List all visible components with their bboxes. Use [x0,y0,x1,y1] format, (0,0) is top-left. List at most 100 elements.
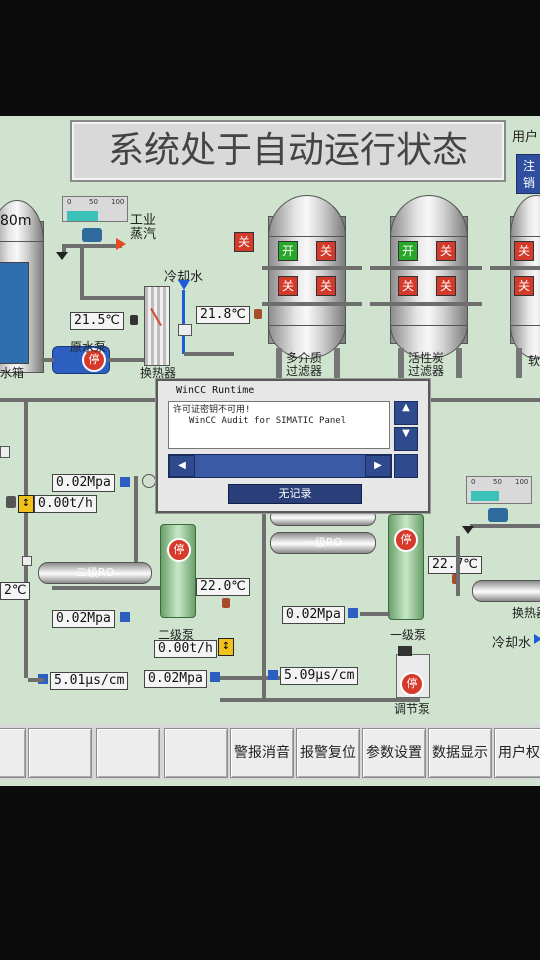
primary-ro: 一级RO [270,532,376,554]
flow-sensor-icon: ↕ [18,495,34,513]
regulating-pump-status[interactable]: 停 [400,672,424,696]
scroll-left-button[interactable]: ◀ [169,455,195,477]
bottom-toolbar: 警报消音 报警复位 参数设置 数据显示 用户权 [0,724,540,780]
secondary-temperature: 22.0℃ [196,578,250,596]
multimedia-filter-label: 多介质 过滤器 [286,351,323,378]
valve-steam-bypass[interactable]: 关 [234,232,254,252]
raw-water-pump-status[interactable]: 停 [82,348,106,372]
conductivity-sensor-icon [268,670,278,680]
logout-button[interactable]: 注销 [516,154,540,194]
valve-mm-outlet[interactable]: 关 [316,241,336,261]
gauge-tick: 50 [493,478,502,486]
hmi-screen: 系统处于自动运行状态 用户 注销 80m 水箱 0 50 100 工业 蒸汽 换… [0,116,540,786]
left-edge-temperature: 2℃ [0,582,31,600]
industrial-steam-label: 工业 蒸汽 [130,213,157,242]
right-gauge: 0 50 100 [466,476,532,504]
water-tank-label: 水箱 [0,366,25,380]
pressure-sensor-icon [210,672,220,682]
scroll-down-button[interactable]: ▼ [394,427,418,451]
valve-soft-inlet[interactable]: 关 [514,241,534,261]
valve-mm-backwash[interactable]: 关 [278,276,298,296]
regulating-pump-label: 调节泵 [394,702,431,716]
pressure-sensor-icon [120,477,130,487]
dialog-message-line2: WinCC Audit for SIMATIC Panel [189,416,347,426]
horizontal-scrollbar[interactable]: ◀ ▶ [168,454,392,478]
dialog-message-line1: 许可证密钥不可用! [173,405,251,415]
secondary-ro: 二级RO [38,562,152,584]
heat-exchanger-label: 换热器 [140,366,177,380]
steam-flow-arrow-icon [116,238,126,250]
flow-meter-icon [6,496,16,508]
scroll-right-button[interactable]: ▶ [365,455,391,477]
page-title: 系统处于自动运行状态 [70,120,506,182]
water-tank [0,200,44,373]
secondary-pump-label: 二级泵 [158,628,195,642]
primary-pump-label: 一级泵 [390,628,427,642]
dosing-motor-icon [398,646,412,656]
scroll-corner [394,454,418,478]
alarm-mute-button[interactable]: 警报消音 [230,728,294,778]
left-flow: 0.00t/h [34,495,97,513]
right-conductivity: 5.09μs/cm [280,667,359,685]
cooling-temperature: 21.8℃ [196,306,250,324]
params-button[interactable]: 参数设置 [362,728,426,778]
temp-sensor-icon [222,598,230,608]
left-conductivity: 5.01μs/cm [50,672,129,690]
dialog-message: 许可证密钥不可用! WinCC Audit for SIMATIC Panel [168,401,390,449]
right-cooling-water-label: 冷却水 [492,636,532,651]
nav-blank-2[interactable] [28,728,92,778]
nav-blank-4[interactable] [164,728,228,778]
heat-exchanger [144,286,170,366]
left-pressure: 0.02Mpa [52,474,115,492]
gauge-tick: 100 [515,478,529,486]
flow-sensor-icon: ↕ [218,638,234,656]
gauge-tick: 0 [471,478,476,486]
steam-valve-icon[interactable] [82,228,102,242]
primary-temperature: 22.7℃ [428,556,482,574]
secondary-pressure: 0.02Mpa [52,610,115,628]
steam-gauge-fill [67,211,98,221]
valve-soft-backwash[interactable]: 关 [514,276,534,296]
valve-mm-drain[interactable]: 关 [316,276,336,296]
carbon-filter [390,195,468,359]
license-dialog: WinCC Runtime 许可证密钥不可用! WinCC Audit for … [156,379,430,513]
dialog-title: WinCC Runtime [176,385,255,396]
gauge-tick: 100 [111,198,125,206]
nav-blank-1[interactable] [0,728,26,778]
alarm-reset-button[interactable]: 报警复位 [296,728,360,778]
pressure-sensor-icon [348,608,358,618]
right-valve-icon[interactable] [488,508,508,522]
gauge-tick: 50 [89,198,98,206]
cooling-water-label: 冷却水 [164,270,204,285]
steam-temperature: 21.5℃ [70,312,124,330]
drain-arrow-icon [462,526,474,534]
nav-blank-3[interactable] [96,728,160,778]
temp-sensor-icon [254,309,262,319]
primary-pump-status[interactable]: 停 [394,528,418,552]
secondary-outlet-pressure: 0.02Mpa [144,670,207,688]
record-button[interactable]: 无记录 [228,484,362,504]
valve-ac-backwash[interactable]: 关 [398,276,418,296]
valve-mm-inlet[interactable]: 开 [278,241,298,261]
secondary-pump-status[interactable]: 停 [167,538,191,562]
raw-water-pump-label: 原水泵 [70,340,107,354]
tank-level-fill [0,262,29,364]
user-rights-button[interactable]: 用户权 [494,728,540,778]
cooling-outlet-arrow-icon [534,634,540,644]
valve-ac-outlet[interactable]: 关 [436,241,456,261]
tank-level-readout: 80m [0,213,32,229]
cooling-valve-icon[interactable] [178,324,192,336]
temp-sensor-icon [130,315,138,325]
drain-arrow-icon [56,252,68,260]
scroll-up-button[interactable]: ▲ [394,401,418,425]
secondary-flow: 0.00t/h [154,640,217,658]
cooling-inlet-arrow-icon [178,280,190,290]
data-display-button[interactable]: 数据显示 [428,728,492,778]
valve-ac-drain[interactable]: 关 [436,276,456,296]
valve-ac-inlet[interactable]: 开 [398,241,418,261]
carbon-filter-label: 活性炭 过滤器 [408,351,445,378]
pressure-sensor-icon [120,612,130,622]
softener-label: 软 [528,354,540,368]
gauge-tick: 0 [67,198,72,206]
right-heat-exchanger-label: 换热器 [512,606,540,620]
